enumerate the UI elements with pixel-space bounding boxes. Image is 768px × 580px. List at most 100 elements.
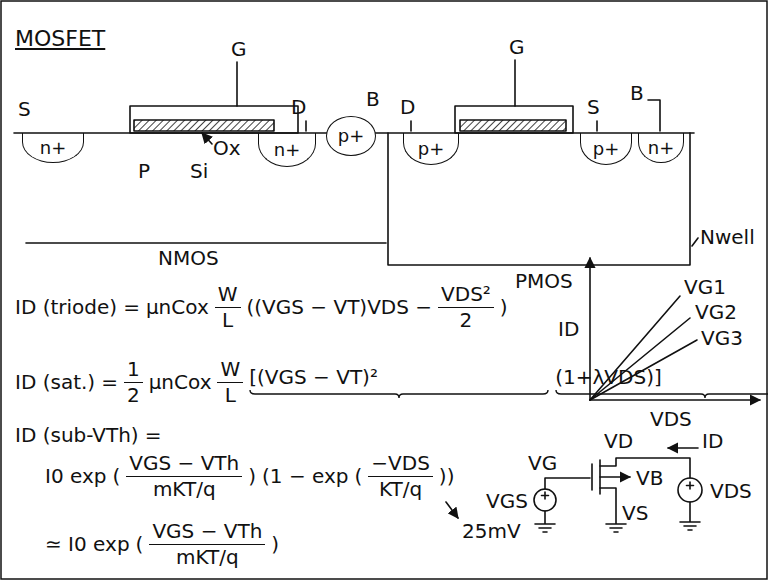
current-arrow bbox=[668, 447, 698, 449]
fraction: −VDSKT/q bbox=[368, 452, 433, 501]
terminal-tick bbox=[305, 121, 307, 131]
terminal-tick bbox=[596, 121, 598, 131]
annotation-label: B bbox=[366, 88, 380, 111]
voltage-source bbox=[534, 489, 556, 511]
annotation-label: 25mV bbox=[462, 520, 521, 543]
annotation-label: VGS bbox=[486, 490, 528, 513]
diffusion-region: n+ bbox=[638, 133, 684, 163]
annotation-label: VDS bbox=[650, 408, 692, 431]
underbrace bbox=[249, 389, 549, 399]
region-label: n+ bbox=[40, 138, 67, 158]
annotation-label: S bbox=[587, 96, 600, 119]
annotation-label: D bbox=[291, 96, 306, 119]
equation-term: (1 − exp bbox=[262, 465, 348, 488]
fraction: 12 bbox=[124, 358, 143, 407]
annotation-label: Si bbox=[190, 160, 208, 183]
equation-term: ID (triode) bbox=[15, 296, 117, 319]
annotation-label: PMOS bbox=[515, 270, 573, 293]
fraction: WL bbox=[217, 358, 243, 407]
annotation-label: G bbox=[509, 36, 525, 59]
equation-term: ) bbox=[500, 296, 508, 319]
equation-term: ID (sat.) bbox=[15, 371, 95, 394]
annotation-label: Ox bbox=[213, 137, 241, 160]
annotation-label: S bbox=[18, 98, 31, 121]
region-label: p+ bbox=[338, 126, 365, 146]
fraction: VGS − VThmKT/q bbox=[149, 520, 265, 569]
equation-term: ) bbox=[248, 465, 256, 488]
equation-term: = bbox=[145, 424, 162, 447]
equation-term: 2 bbox=[124, 382, 143, 407]
underbrace bbox=[555, 389, 768, 399]
equation-term: ( bbox=[355, 465, 363, 488]
diffusion-region: n+ bbox=[258, 133, 316, 167]
equation-term: ID (sub-VTh) bbox=[15, 424, 139, 447]
equation-term: μnCox bbox=[146, 296, 209, 319]
annotation-label: VG1 bbox=[684, 276, 726, 299]
nmos-gate bbox=[130, 106, 298, 133]
equation-row: ID (triode)=μnCoxWL((VGS − VT)VDS −VDS²2… bbox=[15, 283, 508, 332]
equation-term: = bbox=[101, 371, 118, 394]
equation-term: W bbox=[217, 358, 243, 382]
plus-sign bbox=[542, 492, 549, 499]
equation-term: ((VGS − VT)VDS − bbox=[247, 296, 433, 319]
annotation-label: D bbox=[400, 96, 415, 119]
gate-oxide bbox=[134, 120, 274, 131]
voltage-source bbox=[678, 478, 702, 502]
equation-term: ≃ I0 exp bbox=[45, 533, 130, 556]
annotation-label: ID bbox=[702, 430, 723, 453]
equation-row: I0 exp(VGS − VThmKT/q)(1 − exp(−VDSKT/q)… bbox=[45, 452, 454, 501]
annotation-label: ID bbox=[558, 318, 579, 341]
gate-oxide bbox=[460, 120, 566, 131]
region-label: n+ bbox=[648, 138, 675, 158]
underbrace-group: (1+λVDS)] bbox=[555, 366, 768, 399]
region-label: p+ bbox=[593, 139, 620, 159]
diffusion-region: p+ bbox=[403, 133, 459, 165]
equation-term: L bbox=[217, 382, 243, 407]
annotation-label: VDS bbox=[710, 480, 752, 503]
equation-term: μnCox bbox=[149, 371, 212, 394]
terminal-tick bbox=[648, 100, 660, 131]
equation-term: L bbox=[215, 307, 241, 332]
gate-plate bbox=[591, 464, 593, 490]
annotation-label: Nwell bbox=[700, 226, 755, 249]
equation-term: )) bbox=[439, 465, 455, 488]
underbrace-path bbox=[556, 390, 768, 398]
region-label: n+ bbox=[274, 140, 301, 160]
annotation-label: VG bbox=[528, 452, 557, 475]
note-arrow bbox=[446, 502, 458, 518]
equation-term: 2 bbox=[438, 307, 494, 332]
annotation-label: G bbox=[231, 38, 247, 61]
equation-term: (1+λVDS)] bbox=[555, 366, 768, 389]
axis-line bbox=[590, 399, 760, 401]
n-well-outline bbox=[388, 133, 690, 265]
annotation-label: B bbox=[630, 82, 644, 105]
equation-term: VGS − VTh bbox=[126, 452, 242, 476]
plus-sign bbox=[687, 482, 694, 489]
diffusion-region: n+ bbox=[22, 133, 84, 163]
ground-symbol bbox=[680, 502, 700, 530]
body-arrow bbox=[600, 476, 630, 478]
page-title: MOSFET bbox=[15, 26, 105, 51]
region-label: p+ bbox=[418, 139, 445, 159]
annotation-label: NMOS bbox=[158, 247, 219, 270]
equation-term: −VDS bbox=[368, 452, 433, 476]
ground-symbol bbox=[535, 511, 555, 532]
annotation-label: VB bbox=[636, 467, 663, 490]
diffusion-region: p+ bbox=[580, 133, 632, 165]
underbrace-group: [(VGS − VT)² bbox=[249, 366, 549, 399]
equation-term: ( bbox=[136, 533, 144, 556]
equation-term: mKT/q bbox=[149, 544, 265, 569]
fraction: VGS − VThmKT/q bbox=[126, 452, 242, 501]
terminal-tick bbox=[514, 60, 516, 106]
terminal-tick bbox=[236, 62, 238, 106]
substrate-boundary bbox=[26, 242, 386, 244]
underbrace-path bbox=[250, 390, 548, 398]
annotation-label: VS bbox=[622, 502, 648, 525]
equation-term: ) bbox=[271, 533, 279, 556]
equation-term: = bbox=[123, 296, 140, 319]
annotation-label: VG2 bbox=[695, 301, 737, 324]
equation-term: I0 exp bbox=[45, 465, 106, 488]
terminal-tick bbox=[410, 121, 412, 131]
